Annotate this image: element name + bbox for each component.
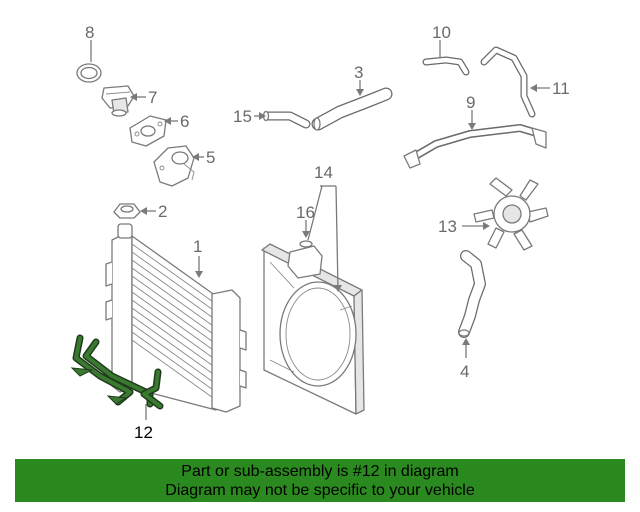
banner-line-1: Part or sub-assembly is #12 in diagram [181,462,459,480]
callout-8: 8 [85,23,94,42]
heater-hose-part[interactable] [422,56,470,76]
callout-5: 5 [206,148,215,167]
radiator-cap-part[interactable] [113,203,141,219]
heater-hose-2-part[interactable] [480,46,536,118]
thermostat-housing-part[interactable] [153,145,195,187]
callout-9: 9 [466,93,475,112]
callout-15: 15 [233,107,252,126]
callout-4: 4 [460,362,469,381]
callout-7: 7 [148,88,157,107]
thermostat-part[interactable] [101,85,135,117]
callout-12: 12 [134,423,153,442]
radiator-hose-part[interactable] [311,87,393,131]
banner-line-2: Diagram may not be specific to your vehi… [165,481,475,499]
water-pipe-part[interactable] [403,124,547,169]
callout-3: 3 [354,63,363,82]
callout-2: 2 [158,202,167,221]
cooling-fan-part[interactable] [473,177,549,251]
parts-diagram: 8 7 6 5 2 [70,23,570,442]
gasket-plate-part[interactable] [129,115,167,147]
callout-10: 10 [432,23,451,42]
callout-16: 16 [296,203,315,222]
callout-14: 14 [314,163,333,182]
lower-hose-part[interactable] [458,250,486,338]
part-info-banner: Part or sub-assembly is #12 in diagram D… [15,459,625,502]
oil-cooler-lines-part[interactable] [70,334,164,410]
small-hose-part[interactable] [262,110,311,129]
callout-6: 6 [180,112,189,131]
fan-shroud-part[interactable] [261,240,365,415]
callout-1: 1 [193,237,202,256]
o-ring-gasket-part[interactable] [76,63,102,83]
callout-11: 11 [552,79,570,98]
callout-13: 13 [438,217,457,236]
radiator-part[interactable] [105,223,247,413]
